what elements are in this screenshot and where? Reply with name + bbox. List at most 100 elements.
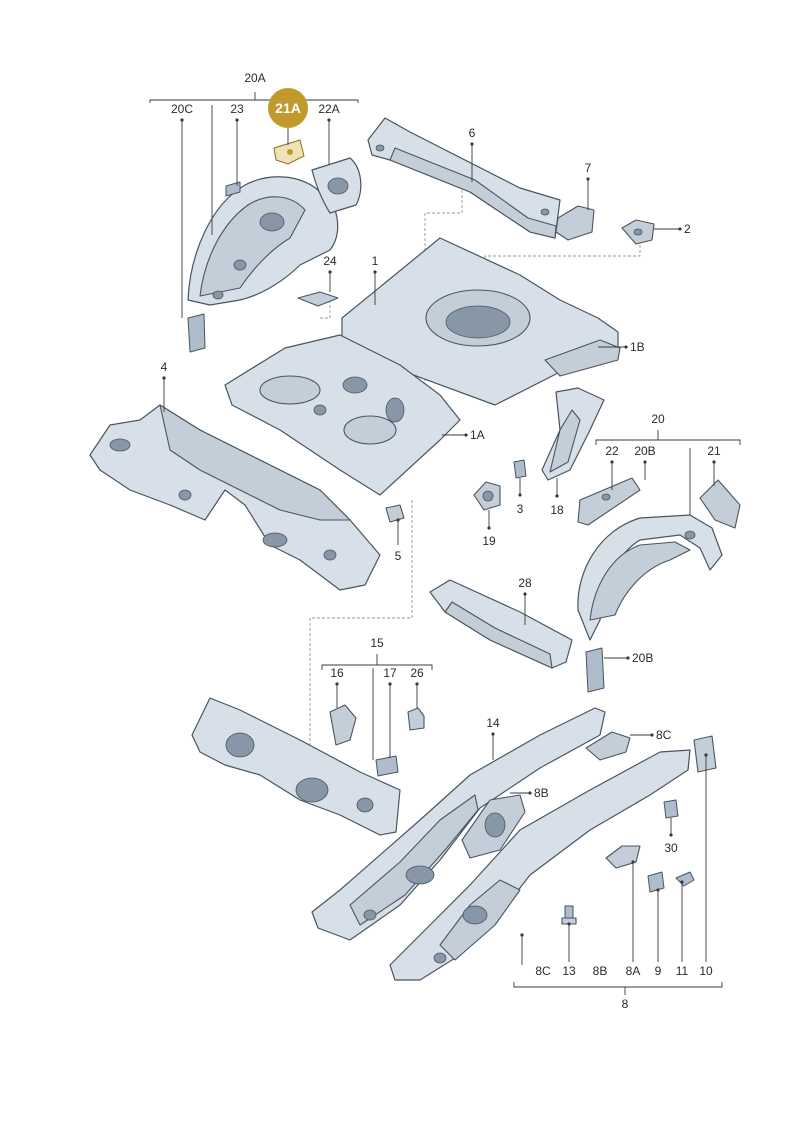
part-18-pillar-reinforcement[interactable] [541,387,605,481]
group-20a-bracket: 20A [149,71,359,103]
callout-2: 2 [654,222,691,236]
callout-20b-lower: 20B [604,651,653,665]
label-1a: 1A [470,428,485,442]
part-2-mount[interactable] [621,219,655,245]
label-20b: 20B [634,444,655,458]
label-20a: 20A [244,71,265,85]
callout-5: 5 [395,518,402,563]
callout-20c: 20C [171,102,213,318]
part-21a-bracket-highlighted[interactable] [273,139,305,165]
callout-19: 19 [482,510,496,548]
label-8: 8 [622,997,629,1011]
part-15-front-crossmember[interactable] [191,697,401,836]
callout-23: 23 [230,102,244,186]
callout-1a: 1A [442,428,485,442]
label-20c: 20C [171,102,193,116]
part-4-seat-crossmember[interactable] [89,404,381,591]
callout-28: 28 [518,576,532,625]
part-8a-cover[interactable] [605,845,641,869]
callout-1: 1 [372,254,379,305]
part-3-small-bracket[interactable] [513,459,527,479]
callout-21a-badge: 21A [268,88,308,145]
callout-24: 24 [323,254,337,292]
callout-3: 3 [517,478,524,516]
highlight-badge [268,88,308,128]
part-1a-floor-assembly[interactable] [224,334,461,496]
callout-30: 30 [664,818,678,855]
label-26: 26 [410,666,424,680]
group-15-bracket: 15 [321,636,433,670]
callout-8b: 8B [510,786,549,800]
part-13-bolt[interactable] [561,905,577,925]
part-20-wheelhouse-right[interactable] [577,514,723,641]
part-14-longitudinal-member-left[interactable] [311,707,606,941]
label-4: 4 [161,360,168,374]
part-8c-bracket[interactable] [585,731,631,761]
part-21-gusset[interactable] [699,479,741,529]
label-8c: 8C [656,728,672,742]
label-23: 23 [230,102,244,116]
callout-16: 16 [330,666,344,708]
label-14: 14 [486,716,500,730]
part-9-clip[interactable] [647,871,665,893]
label-6: 6 [469,126,476,140]
label-8a: 8A [626,964,641,978]
callout-17: 17 [372,666,397,760]
part-30-clip[interactable] [663,799,679,819]
part-24-plate[interactable] [297,291,339,307]
label-11: 11 [676,964,689,978]
group-20-bracket: 20 [595,412,741,445]
label-21a: 21A [275,100,301,116]
part-22-bracket[interactable] [577,477,641,526]
callout-18: 18 [550,478,564,517]
callout-26: 26 [410,666,424,708]
part-20c-wheelhouse-left[interactable] [187,176,339,306]
callout-7: 7 [585,161,592,210]
callout-20b-top: 20B [634,444,656,480]
label-10: 10 [699,964,713,978]
part-14-longitudinal-member-right[interactable] [389,749,691,981]
part-11-pin[interactable] [675,871,695,887]
label-22a: 22A [318,102,339,116]
part-26-nut[interactable] [407,707,425,731]
label-5: 5 [395,549,402,563]
label-9: 9 [655,964,662,978]
part-16-bracket[interactable] [329,704,357,746]
part-6-rear-crossmember[interactable] [367,117,561,239]
label-1: 1 [372,254,379,268]
part-17-plate[interactable] [375,755,399,777]
part-20c-bracket[interactable] [187,313,206,353]
label-16: 16 [330,666,344,680]
callout-8c: 8C [630,728,672,742]
label-28: 28 [518,576,532,590]
label-19: 19 [482,534,496,548]
part-5-clip[interactable] [385,504,405,523]
callout-14: 14 [486,716,500,760]
label-8b: 8B [534,786,549,800]
label-13: 13 [562,964,576,978]
label-2: 2 [684,222,691,236]
label-24: 24 [323,254,337,268]
callout-6: 6 [469,126,476,182]
label-18: 18 [550,503,564,517]
label-3: 3 [517,502,524,516]
label-21: 21 [707,444,721,458]
label-7: 7 [585,161,592,175]
part-19-cap[interactable] [473,481,501,511]
part-7-bracket[interactable] [555,205,595,241]
label-15: 15 [370,636,384,650]
part-23-clip[interactable] [225,181,241,197]
part-22a-panel[interactable] [311,157,362,214]
label-22: 22 [605,444,619,458]
callout-22: 22 [605,444,619,490]
callout-21: 21 [707,444,721,486]
part-20b-bracket-lower[interactable] [585,647,605,693]
label-17: 17 [383,666,397,680]
callout-1b: 1B [598,340,645,354]
part-8b-plate[interactable] [461,794,526,859]
label-1b: 1B [630,340,645,354]
label-20b-lower: 20B [632,651,653,665]
callout-22a: 22A [318,102,340,165]
part-28-cross-rail[interactable] [429,579,573,669]
